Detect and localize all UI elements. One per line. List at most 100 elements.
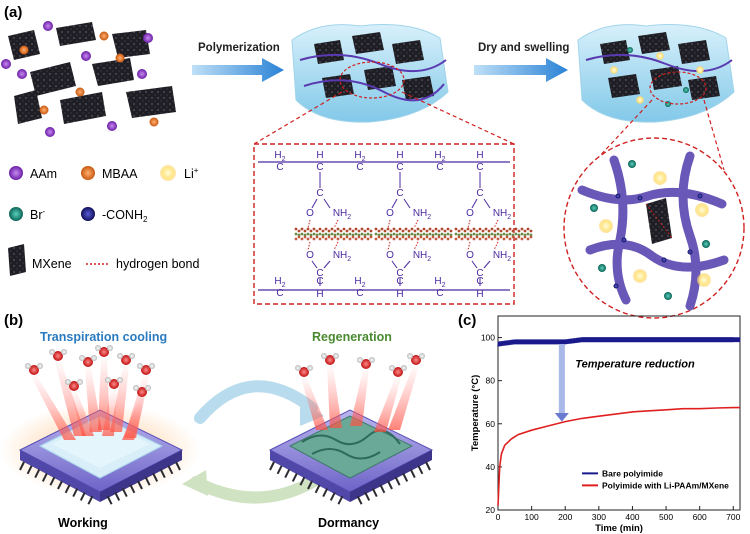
mbaa-legend-label: MBAA [102,167,138,181]
aam-molecule [45,127,55,137]
working-caption: Working [58,516,108,530]
water-oxygen [361,359,371,369]
zoom-connector [703,99,725,171]
aam-legend-swatch [9,166,23,180]
water-oxygen [109,379,119,389]
mxene-flake [56,22,96,46]
series-line [497,406,740,506]
chem-label: C [436,162,443,173]
hydrogel-block [291,24,449,123]
water-hydrogen [129,353,135,359]
series-line [497,337,741,347]
water-hydrogen [295,365,301,371]
chem-label: NH2 [493,250,511,263]
panel-a-label: (a) [4,4,22,21]
chem-label: C [316,162,323,173]
aam-molecule [1,59,11,69]
y-axis-label: Temperature (°C) [470,375,481,451]
br-legend-label: Br- [30,207,46,222]
chem-label: H2 [434,276,445,289]
aam-molecule [107,121,117,131]
mbaa-legend-swatch [81,166,95,180]
li-legend-label: Li+ [184,166,199,181]
x-tick-label: 0 [496,512,501,522]
mbaa-molecule [75,87,85,97]
dry-swelling-arrow [474,58,568,82]
y-tick-label: 100 [481,333,495,343]
water-hydrogen [407,353,413,359]
transpiration-title: Transpiration cooling [40,330,167,344]
chem-label: C [356,162,363,173]
water-hydrogen [357,357,363,363]
chem-label: H [396,289,403,300]
panel-b-label: (b) [4,312,23,329]
chem-label: C [276,162,283,173]
chemistry-zoom-box [253,143,515,305]
zoom-highlight [649,71,707,105]
water-hydrogen [149,363,155,369]
water-oxygen [141,365,151,375]
chem-label: C [356,288,363,299]
chem-label: NH2 [413,250,431,263]
polymerization-arrow [192,58,284,82]
aam-molecule [137,69,147,79]
conh2-legend-swatch [81,207,95,221]
mxene-flake [126,86,176,118]
chem-label: NH2 [333,250,351,263]
water-hydrogen [133,385,139,391]
chem-label: H [396,150,403,161]
mxene-flake [14,90,42,124]
chem-label: O [466,208,474,219]
water-hydrogen [321,353,327,359]
water-hydrogen [117,353,123,359]
mbaa-molecule [149,117,159,127]
chem-label: C [476,268,483,279]
aam-molecule [143,33,153,43]
chem-label: NH2 [333,208,351,221]
hbond-legend-label: hydrogen bond [116,257,199,271]
water-oxygen [99,347,109,357]
x-tick-label: 300 [592,512,606,522]
chem-label: H [476,289,483,300]
chem-label: NH2 [493,208,511,221]
mxene-flake [112,30,150,58]
chem-label: H [316,150,323,161]
regeneration-title: Regeneration [312,330,392,344]
mbaa-molecule [99,31,109,41]
legend-entry: Bare polyimide [602,468,663,478]
chem-label: H2 [354,276,365,289]
chem-label: C [396,268,403,279]
panel-c-label: (c) [458,312,476,329]
chem-label: H2 [274,150,285,163]
water-hydrogen [49,349,55,355]
water-oxygen [83,357,93,367]
chem-label: NH2 [413,208,431,221]
water-oxygen [53,351,63,361]
temperature-reduction-label: Temperature reduction [575,359,695,371]
water-oxygen [411,355,421,365]
water-hydrogen [61,349,67,355]
chem-label: H2 [274,276,285,289]
cycle-arrow-bottom [190,474,322,504]
monomer-mixture [1,21,176,137]
chem-label: C [476,188,483,199]
chem-label: O [306,250,314,261]
water-molecules-left [25,345,155,440]
mxene-flake [60,92,106,124]
water-hydrogen [369,357,375,363]
conh2-legend-label: -CONH2 [102,208,148,224]
polymerization-label: Polymerization [198,42,280,54]
water-hydrogen [95,345,101,351]
chem-label: H [476,150,483,161]
water-hydrogen [333,353,339,359]
water-hydrogen [137,363,143,369]
mxene-flake [30,62,76,96]
chem-label: H2 [354,150,365,163]
chem-label: O [306,208,314,219]
chem-label: C [316,188,323,199]
mxene-legend-label: MXene [32,257,72,271]
chem-label: C [316,268,323,279]
legend-entry: Polyimide with Li-PAAm/MXene [602,480,729,490]
